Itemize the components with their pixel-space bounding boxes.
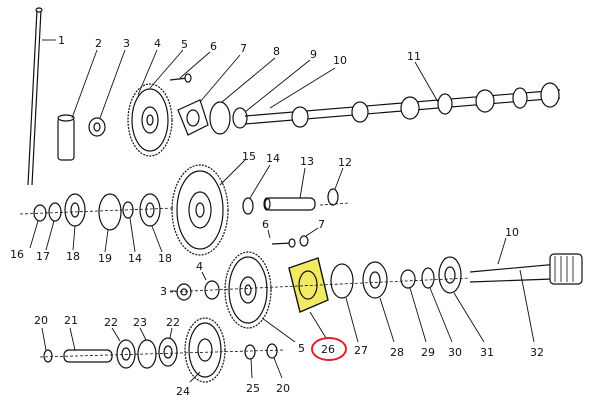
label-10: 10 [333,54,347,67]
label-22b: 22 [166,316,180,329]
label-6: 6 [210,40,217,53]
part-8-ring [209,57,276,135]
label-20b: 20 [276,382,290,395]
part-21-pin [63,327,113,363]
label-2: 2 [95,37,102,50]
label-7b: 7 [318,218,325,231]
highlight-ring-26 [311,337,347,361]
label-18b: 18 [158,252,172,265]
label-10b: 10 [505,226,519,239]
part-30-circlip [421,267,453,343]
label-8: 8 [273,45,280,58]
part-18b-bearing [139,193,163,253]
part-26-gasket-plate [288,257,329,339]
part-28-bearing [362,261,395,343]
part-9-flange [232,59,311,129]
label-19: 19 [98,252,112,265]
part-18-bearing [64,193,86,251]
part-20-washer [41,327,53,363]
label-6b: 6 [262,218,269,231]
label-1: 1 [58,34,65,47]
label-14b: 14 [128,252,142,265]
part-14-washer [242,164,271,215]
label-4: 4 [154,37,161,50]
part-27-ring [330,263,359,343]
part-7-washer-plate [177,54,241,136]
label-31: 31 [480,346,494,359]
label-4b: 4 [196,260,203,273]
part-29-bushing [400,269,427,343]
part-2-tappet [57,49,98,161]
label-17: 17 [36,250,50,263]
part-22-bearing [111,327,136,369]
part-12-circlip [319,167,351,206]
label-15: 15 [242,150,256,163]
part-6-bolt [169,51,211,83]
label-32: 32 [530,346,544,359]
label-5b: 5 [298,342,305,355]
label-3: 3 [123,37,130,50]
part-7b-lock-washer [299,227,319,247]
label-29: 29 [421,346,435,359]
label-20: 20 [34,314,48,327]
part-3-nut [88,49,126,137]
label-25: 25 [246,382,260,395]
part-4b-washer [201,271,220,300]
label-5: 5 [181,38,188,51]
label-12: 12 [338,156,352,169]
part-5-camshaft-gear [127,49,184,157]
part-20b-nut [266,343,283,379]
part-31-bearing [438,256,485,343]
label-11: 11 [407,50,421,63]
part-23-ring [137,327,157,369]
label-26: 26 [321,343,335,356]
label-24: 24 [176,385,190,398]
label-13: 13 [300,155,314,168]
part-22b-bearing [158,327,178,367]
part-19-seal-ring [98,193,122,253]
label-22a: 22 [104,316,118,329]
part-25-washer [244,344,256,379]
label-28: 28 [390,346,404,359]
part-6b-bolt [267,229,296,248]
label-23: 23 [133,316,147,329]
label-7: 7 [240,42,247,55]
label-3b: 3 [160,285,167,298]
label-27: 27 [354,344,368,357]
label-30: 30 [448,346,462,359]
label-14: 14 [266,152,280,165]
part-15-idler-gear [171,159,246,256]
label-18a: 18 [66,250,80,263]
part-5b-crank-gear [224,251,296,343]
callout-labels: 1 2 3 4 5 6 7 8 9 10 11 15 14 13 12 16 1… [10,34,544,398]
part-1-push-rod [27,7,56,186]
part-11-camshaft [244,61,561,128]
part-24-gear [184,317,226,383]
part-14b-washer [122,201,136,253]
label-21: 21 [64,314,78,327]
part-16-nut [29,204,47,249]
part-13-pin [263,167,316,211]
label-9: 9 [310,48,317,61]
part-3b-nut [170,283,192,301]
part-32-splined-shaft [169,237,583,343]
part-17-lock-washer [45,202,62,251]
label-16: 16 [10,248,24,261]
